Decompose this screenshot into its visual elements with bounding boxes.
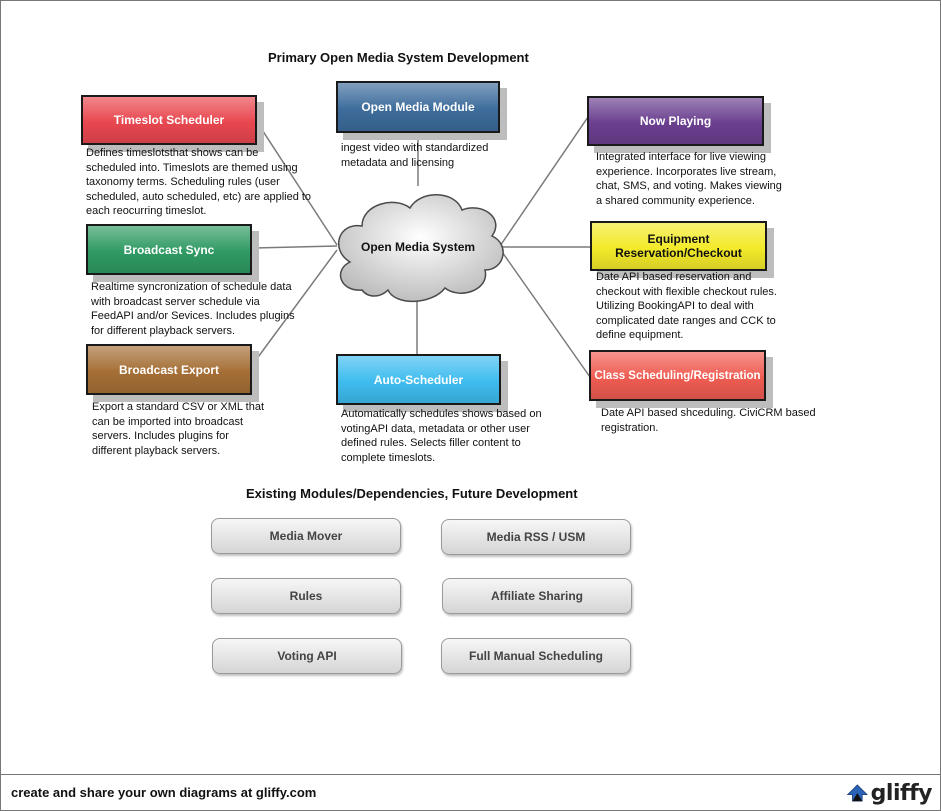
auto-scheduler-label: Auto-Scheduler: [373, 372, 464, 387]
equipment-reservation-node[interactable]: Equipment Reservation/Checkout: [590, 221, 767, 271]
existing-heading: Existing Modules/Dependencies, Future De…: [246, 486, 578, 501]
equipment-reservation-label: Equipment Reservation/Checkout: [615, 232, 742, 260]
class-scheduling-label: Class Scheduling/Registration: [594, 369, 761, 382]
broadcast-sync-desc: Realtime syncronization of schedule data…: [91, 281, 295, 337]
connector-now-playing: [499, 116, 589, 247]
primary-heading: Primary Open Media System Development: [268, 50, 529, 65]
module-media-mover[interactable]: Media Mover: [211, 518, 401, 554]
connector-broadcast-export: [249, 249, 338, 369]
now-playing-desc: Integrated interface for live viewing ex…: [596, 151, 782, 207]
auto-scheduler-desc: Automatically schedules shows based on v…: [341, 408, 542, 464]
open-media-module-label: Open Media Module: [361, 100, 475, 114]
open-media-module-node[interactable]: Open Media Module: [336, 81, 500, 133]
cloud-shape: [338, 194, 504, 303]
class-scheduling-desc: Date API based shceduling. CiviCRM based…: [601, 407, 816, 434]
footer-divider: [0, 774, 941, 775]
module-voting-api[interactable]: Voting API: [212, 638, 402, 674]
auto-scheduler-node[interactable]: Auto-Scheduler: [336, 354, 501, 405]
center-label: Open Media System: [361, 240, 476, 254]
connector-broadcast-sync: [252, 245, 338, 249]
broadcast-export-label: Broadcast Export: [118, 362, 220, 377]
now-playing-label: Now Playing: [639, 114, 712, 128]
broadcast-sync-label: Broadcast Sync: [123, 242, 215, 257]
broadcast-export-desc: Export a standard CSV or XML that can be…: [92, 401, 265, 457]
connector-timeslot-scheduler: [256, 121, 338, 246]
module-rules[interactable]: Rules: [211, 578, 401, 614]
open-media-module-desc: ingest video with standardized metadata …: [341, 142, 489, 169]
equipment-reservation-desc: Date API based reservation and checkout …: [596, 271, 777, 341]
class-scheduling-node[interactable]: Class Scheduling/Registration: [589, 350, 766, 401]
timeslot-scheduler-node[interactable]: Timeslot Scheduler: [81, 95, 257, 145]
gliffy-logo-text: gliffy: [870, 780, 933, 806]
gliffy-logo[interactable]: gliffy: [846, 778, 933, 808]
footer-link-text[interactable]: create and share your own diagrams at gl…: [11, 785, 317, 800]
module-full-manual-scheduling[interactable]: Full Manual Scheduling: [441, 638, 631, 674]
connector-class-scheduling: [499, 248, 591, 378]
broadcast-export-node[interactable]: Broadcast Export: [86, 344, 252, 395]
module-media-rss-usm[interactable]: Media RSS / USM: [441, 519, 631, 555]
module-affiliate-sharing[interactable]: Affiliate Sharing: [442, 578, 632, 614]
timeslot-scheduler-label: Timeslot Scheduler: [113, 113, 225, 127]
now-playing-node[interactable]: Now Playing: [587, 96, 764, 146]
timeslot-scheduler-desc: Defines timeslotsthat shows can be sched…: [86, 147, 312, 217]
broadcast-sync-node[interactable]: Broadcast Sync: [86, 224, 252, 275]
gliffy-logo-icon: [846, 784, 869, 802]
